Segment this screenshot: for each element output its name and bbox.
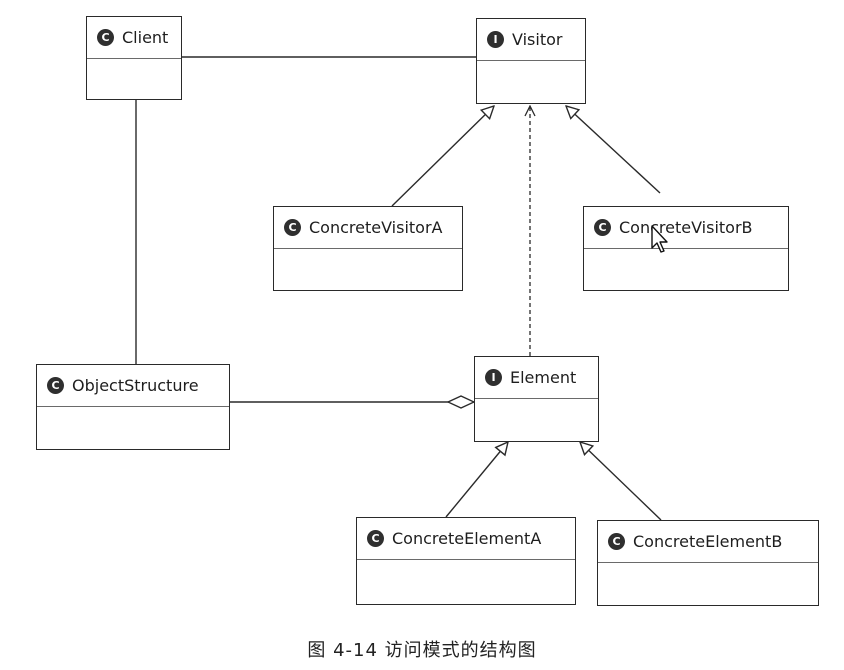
class-icon: C [608,533,625,550]
object-structure-class-body [37,407,229,449]
object-structure-class-header: C ObjectStructure [37,365,229,407]
interface-icon: I [487,31,504,48]
concrete-visitor-b-class-name: ConcreteVisitorB [619,218,753,237]
concrete-element-a-class-box[interactable]: C ConcreteElementA [356,517,576,605]
object-structure-class-box[interactable]: C ObjectStructure [36,364,230,450]
object-structure-class-name: ObjectStructure [72,376,199,395]
class-icon: C [47,377,64,394]
interface-icon: I [485,369,502,386]
client-class-body [87,59,181,99]
element-interface-box[interactable]: I Element [474,356,599,442]
figure-caption: 图 4-14 访问模式的结构图 [307,640,537,661]
element-interface-body [475,399,598,441]
concrete-visitor-a-class-header: C ConcreteVisitorA [274,207,462,249]
visitor-interface-box[interactable]: I Visitor [476,18,586,104]
client-class-name: Client [122,28,169,47]
concrete-visitor-a-class-box[interactable]: C ConcreteVisitorA [273,206,463,291]
concretevisitora-generalization [391,106,494,207]
concrete-visitor-b-class-header: C ConcreteVisitorB [584,207,788,249]
concrete-element-a-class-name: ConcreteElementA [392,529,542,548]
concrete-element-a-class-body [357,560,575,604]
class-icon: C [97,29,114,46]
class-icon: C [594,219,611,236]
visitor-interface-body [477,61,585,103]
client-class-box[interactable]: C Client [86,16,182,100]
concrete-element-b-class-body [598,563,818,605]
client-class-header: C Client [87,17,181,59]
concrete-visitor-b-class-body [584,249,788,290]
concreteelementa-generalization [445,442,508,518]
concretevisitorb-generalization [566,106,661,194]
concrete-visitor-b-class-box[interactable]: C ConcreteVisitorB [583,206,789,291]
mouse-cursor-icon [651,225,668,253]
concreteelementb-generalization [580,442,662,521]
concrete-element-b-class-header: C ConcreteElementB [598,521,818,563]
concrete-element-a-class-header: C ConcreteElementA [357,518,575,560]
visitor-interface-name: Visitor [512,30,563,49]
element-interface-name: Element [510,368,577,387]
element-interface-header: I Element [475,357,598,399]
concrete-element-b-class-name: ConcreteElementB [633,532,783,551]
concrete-element-b-class-box[interactable]: C ConcreteElementB [597,520,819,606]
concrete-visitor-a-class-body [274,249,462,290]
visitor-interface-header: I Visitor [477,19,585,61]
class-icon: C [284,219,301,236]
concrete-visitor-a-class-name: ConcreteVisitorA [309,218,443,237]
class-icon: C [367,530,384,547]
